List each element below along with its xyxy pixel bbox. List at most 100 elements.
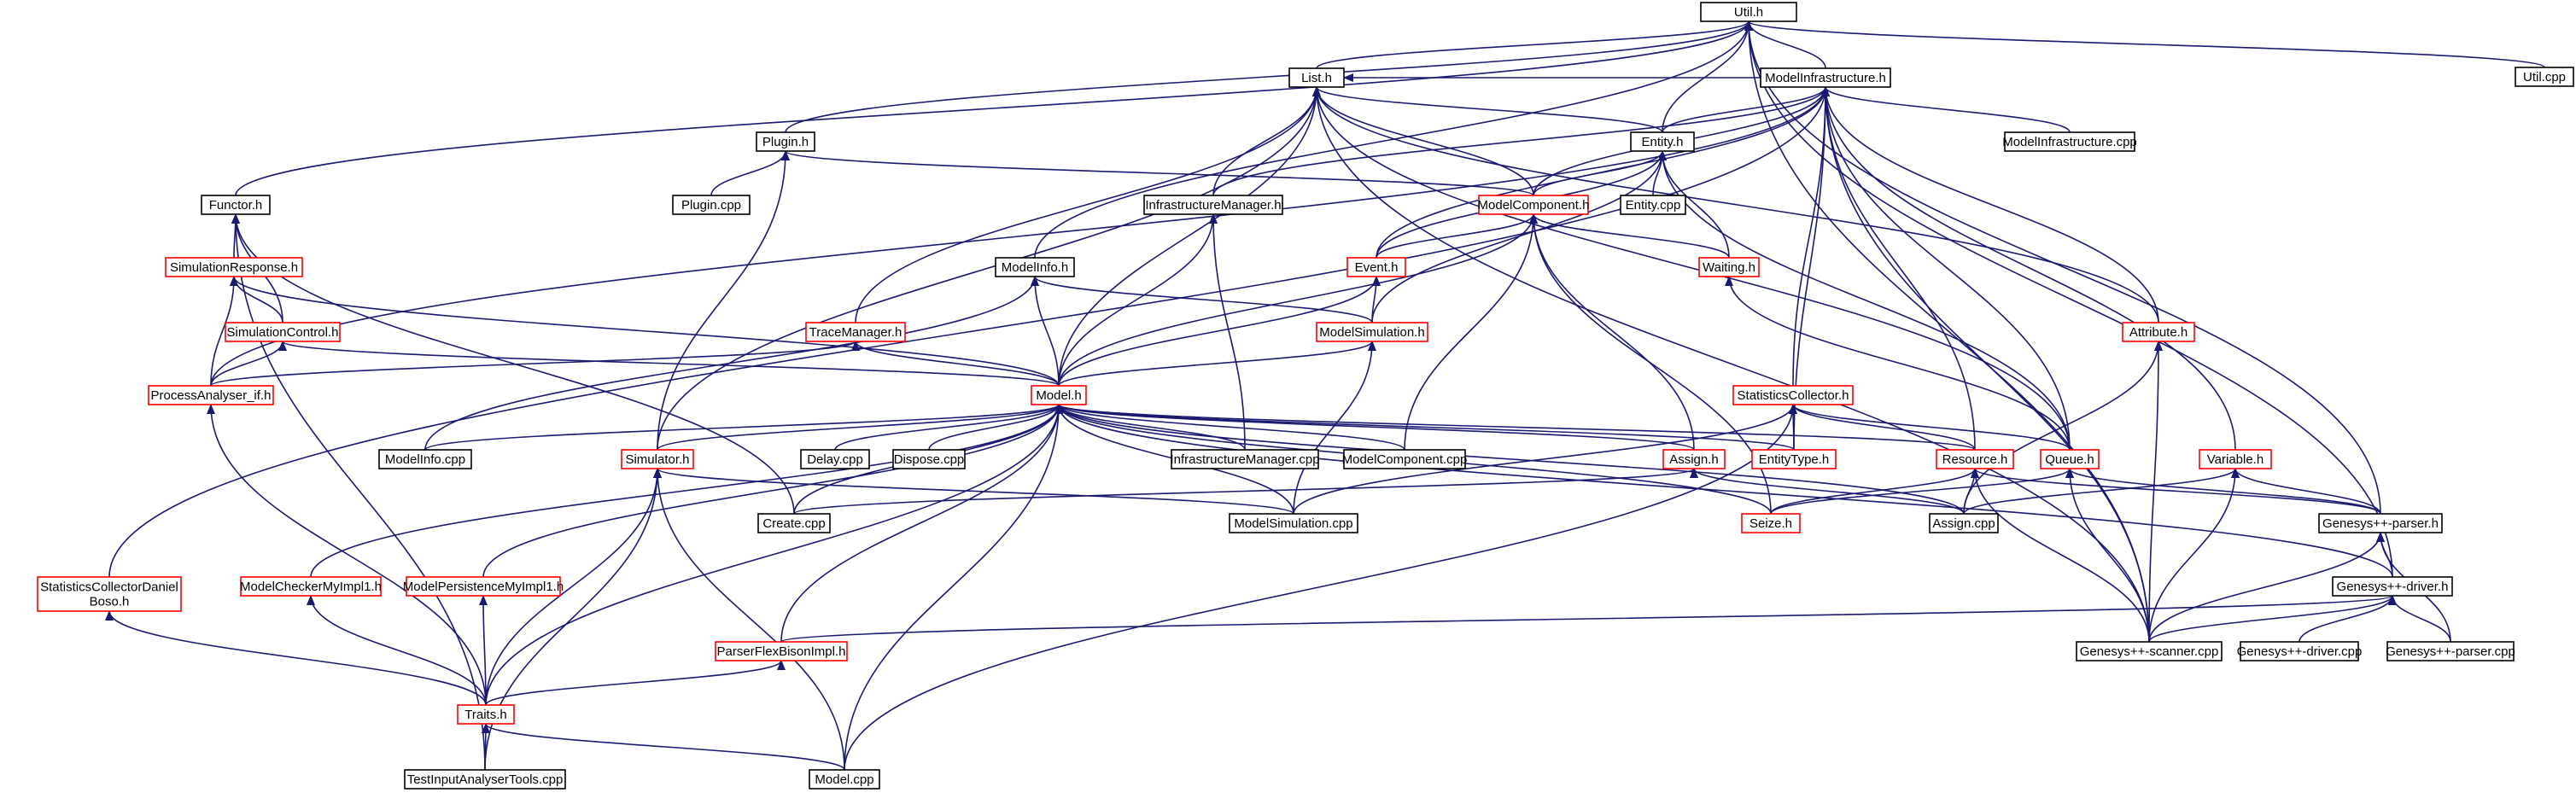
edge-model_h-to-modelinfo_h <box>1031 276 1060 387</box>
node-box <box>1760 67 1891 88</box>
node-gdriver-h[interactable]: Genesys++-driver.h <box>2332 576 2453 597</box>
edge-model_cpp-to-simulator_h <box>653 468 845 771</box>
node-mpersist-h[interactable]: ModelPersistenceMyImpl1.h <box>403 576 564 597</box>
node-modelinfra-h[interactable]: ModelInfrastructure.h <box>1760 67 1891 88</box>
node-label: Boso.h <box>90 595 130 609</box>
node-box <box>1229 513 1358 533</box>
node-resource-h[interactable]: Resource.h <box>1936 449 2014 469</box>
node-box <box>1700 2 1797 22</box>
node-assign-h[interactable]: Assign.h <box>1662 449 1726 469</box>
node-testinput-cpp[interactable]: TestInputAnalyserTools.cpp <box>404 769 566 790</box>
node-util-h[interactable]: Util.h <box>1700 2 1797 22</box>
edge-testinput_cpp-to-functor_h <box>231 213 486 771</box>
node-queue-h[interactable]: Queue.h <box>2040 449 2100 469</box>
node-modelsim-cpp[interactable]: ModelSimulation.cpp <box>1229 513 1358 533</box>
edge-modelinfo_cpp-to-model_h <box>424 404 1063 451</box>
node-gscanner-cpp[interactable]: Genesys++-scanner.cpp <box>2076 641 2223 661</box>
node-simctrl-h[interactable]: SimulationControl.h <box>225 322 341 342</box>
node-label: ModelPersistenceMyImpl1.h <box>403 580 564 594</box>
node-label: InfrastructureManager.cpp <box>1170 452 1319 467</box>
node-label: TestInputAnalyserTools.cpp <box>407 772 564 787</box>
edge-mchecker_h-to-model_h <box>310 404 1063 578</box>
dependency-edges <box>105 20 2545 771</box>
node-modelinfo-cpp[interactable]: ModelInfo.cpp <box>378 449 472 469</box>
node-label: Event.h <box>1355 260 1399 275</box>
node-label: StatisticsCollectorDaniel <box>40 580 178 595</box>
node-waiting-h[interactable]: Waiting.h <box>1698 257 1760 277</box>
edge-queue_h-to-waiting_h <box>1725 276 2071 451</box>
node-seize-h[interactable]: Seize.h <box>1741 513 1801 533</box>
edge-assign_cpp-to-variable_h <box>1963 468 2240 515</box>
node-modelinfra-cpp[interactable]: ModelInfrastructure.cpp <box>2002 131 2137 152</box>
node-box <box>378 449 472 469</box>
edge-pflex_h-to-gdriver_h <box>780 595 2397 643</box>
node-util-cpp[interactable]: Util.cpp <box>2515 67 2574 87</box>
node-label: Simulator.h <box>625 452 689 467</box>
edge-waiting_h-to-modelcomp_h <box>1529 213 1730 259</box>
node-list-h[interactable]: List.h <box>1288 67 1345 88</box>
node-label: Attribute.h <box>2129 325 2188 340</box>
edge-assign_h-to-modelcomp_h <box>1529 213 1695 451</box>
node-create-cpp[interactable]: Create.cpp <box>757 513 831 533</box>
node-statcoll-h[interactable]: StatisticsCollector.h <box>1732 385 1854 405</box>
node-inframan-cpp[interactable]: InfrastructureManager.cpp <box>1170 449 1320 469</box>
node-dispose-cpp[interactable]: Dispose.cpp <box>892 449 966 469</box>
node-traceman-h[interactable]: TraceManager.h <box>805 322 906 342</box>
edge-gdriver_h-to-model_h <box>1054 404 2393 578</box>
node-variable-h[interactable]: Variable.h <box>2199 449 2272 469</box>
node-procana-h[interactable]: ProcessAnalyser_if.h <box>148 385 274 405</box>
node-inframan-h[interactable]: InfrastructureManager.h <box>1143 195 1283 215</box>
node-delay-cpp[interactable]: Delay.cpp <box>800 449 870 469</box>
node-event-h[interactable]: Event.h <box>1346 257 1406 277</box>
node-gparser-cpp[interactable]: Genesys++-parser.cpp <box>2386 641 2515 661</box>
node-label: ModelInfo.h <box>1002 260 1068 275</box>
node-plugin-cpp[interactable]: Plugin.cpp <box>672 195 751 215</box>
node-gparser-h[interactable]: Genesys++-parser.h <box>2318 513 2443 533</box>
node-mchecker-h[interactable]: ModelCheckerMyImpl1.h <box>240 576 382 597</box>
node-label: Genesys++-parser.cpp <box>2386 644 2515 659</box>
node-attribute-h[interactable]: Attribute.h <box>2122 322 2195 342</box>
node-model-cpp[interactable]: Model.cpp <box>809 769 880 790</box>
node-box <box>457 704 515 725</box>
node-modelinfo-h[interactable]: ModelInfo.h <box>995 257 1075 277</box>
edge-assign_cpp-to-attribute_h <box>1963 341 2163 515</box>
node-modelsim-h[interactable]: ModelSimulation.h <box>1316 322 1428 342</box>
node-box <box>1630 131 1695 152</box>
edge-model_h-to-modelsim_h <box>1058 341 1376 387</box>
node-entity-h[interactable]: Entity.h <box>1630 131 1695 152</box>
edge-queue_h-to-modelinfra_h <box>1821 86 2071 451</box>
node-label: Traits.h <box>464 708 506 722</box>
node-model-h[interactable]: Model.h <box>1031 385 1087 405</box>
node-functor-h[interactable]: Functor.h <box>201 195 271 215</box>
node-entity-cpp[interactable]: Entity.cpp <box>1620 195 1686 215</box>
node-traits-h[interactable]: Traits.h <box>457 704 515 725</box>
edge-gparser_h-to-variable_h <box>2231 468 2381 515</box>
node-entitytype-h[interactable]: EntityType.h <box>1751 449 1837 469</box>
node-assign-cpp[interactable]: Assign.cpp <box>1929 513 1999 533</box>
node-pflex-h[interactable]: ParserFlexBisonImpl.h <box>715 641 848 661</box>
node-label: Genesys++-driver.h <box>2337 580 2449 594</box>
node-box <box>1662 449 1726 469</box>
edge-gscanner_cpp-to-util_h <box>1744 20 2150 643</box>
node-box <box>165 257 303 277</box>
node-modelcomp-h[interactable]: ModelComponent.h <box>1478 195 1590 215</box>
node-plugin-h[interactable]: Plugin.h <box>756 131 815 152</box>
node-simulator-h[interactable]: Simulator.h <box>621 449 694 469</box>
node-label: Seize.h <box>1749 516 1792 531</box>
edge-create_cpp-to-assign_h <box>793 468 1698 515</box>
edge-traits_h-to-procana_h <box>207 404 487 706</box>
node-label: ParserFlexBisonImpl.h <box>717 644 846 659</box>
edge-plugin_h-to-util_h <box>785 20 1753 133</box>
node-simresp-h[interactable]: SimulationResponse.h <box>165 257 303 277</box>
node-label: Genesys++-parser.h <box>2322 516 2439 531</box>
node-modelcomp-cpp[interactable]: ModelComponent.cpp <box>1342 449 1468 469</box>
edge-attribute_h-to-modelinfra_h <box>1821 86 2159 323</box>
node-gdriver-cpp[interactable]: Genesys++-driver.cpp <box>2237 641 2363 661</box>
node-label: ModelInfrastructure.h <box>1765 71 1886 85</box>
node-box <box>2199 449 2272 469</box>
edge-traits_h-to-simulator_h <box>485 468 662 706</box>
node-box <box>404 769 566 790</box>
node-box <box>1751 449 1837 469</box>
